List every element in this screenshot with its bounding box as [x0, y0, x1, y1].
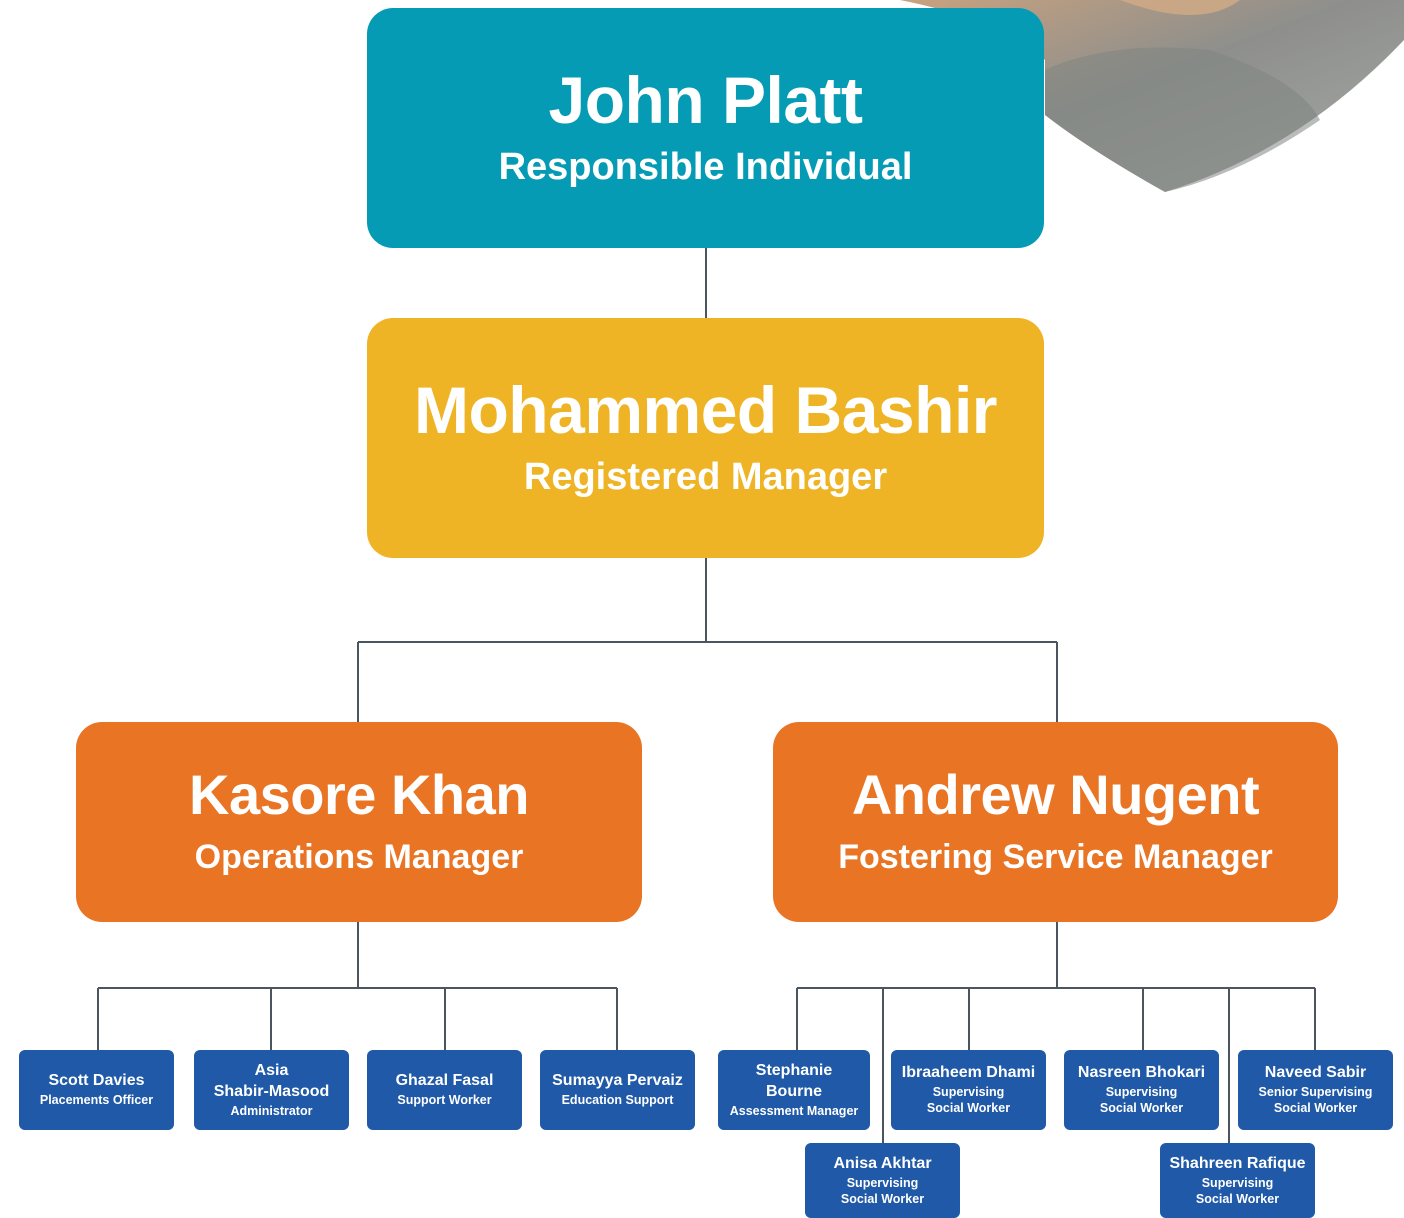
staff-role-line: Supervising: [1201, 1175, 1274, 1190]
staff-role: Supervising Social Worker: [1100, 1084, 1183, 1117]
staff-role-line: Social Worker: [1195, 1191, 1280, 1206]
staff-role: Senior Supervising Social Worker: [1259, 1084, 1373, 1117]
staff-name: Anisa Akhtar: [833, 1154, 932, 1172]
staff-role-line: Social Worker: [1099, 1101, 1184, 1116]
person-name: John Platt: [548, 62, 863, 137]
staff-box-anisa-akhtar: Anisa Akhtar Supervising Social Worker: [805, 1143, 960, 1218]
person-role: Operations Manager: [194, 838, 524, 876]
staff-name: Ghazal Fasal: [395, 1072, 494, 1090]
person-role: Responsible Individual: [498, 145, 913, 188]
staff-box-scott-davies: Scott Davies Placements Officer: [19, 1050, 174, 1130]
responsible-individual-box: John Platt Responsible Individual: [367, 8, 1044, 248]
person-name: Mohammed Bashir: [414, 372, 997, 447]
staff-role: Administrator: [230, 1103, 313, 1118]
staff-name: Nasreen Bhokari: [1077, 1064, 1206, 1082]
staff-name: Stephanie Bourne: [756, 1061, 832, 1103]
staff-name-line: Shabir-Masood: [213, 1082, 330, 1100]
staff-name: Sumayya Pervaiz: [552, 1072, 683, 1090]
staff-role-line: Social Worker: [926, 1101, 1011, 1116]
staff-role: Supervising Social Worker: [927, 1084, 1010, 1117]
staff-name: Ibraaheem Dhami: [901, 1064, 1036, 1082]
staff-box-sumayya-pervaiz: Sumayya Pervaiz Education Support: [540, 1050, 695, 1130]
staff-name-line: Asia: [254, 1062, 289, 1080]
staff-box-asia-shabir-masood: Asia Shabir-Masood Administrator: [194, 1050, 349, 1130]
staff-box-naveed-sabir: Naveed Sabir Senior Supervising Social W…: [1238, 1050, 1393, 1130]
fostering-manager-box: Andrew Nugent Fostering Service Manager: [773, 722, 1338, 922]
operations-manager-box: Kasore Khan Operations Manager: [76, 722, 642, 922]
person-role: Fostering Service Manager: [838, 838, 1273, 876]
staff-role-line: Social Worker: [840, 1191, 925, 1206]
staff-role: Supervising Social Worker: [1196, 1175, 1279, 1208]
staff-name: Asia Shabir-Masood: [214, 1061, 330, 1103]
staff-name: Scott Davies: [48, 1072, 145, 1090]
staff-role: Education Support: [561, 1093, 674, 1108]
staff-box-nasreen-bhokari: Nasreen Bhokari Supervising Social Worke…: [1064, 1050, 1219, 1130]
staff-role: Placements Officer: [39, 1093, 154, 1108]
staff-role-line: Social Worker: [1273, 1101, 1358, 1116]
staff-box-ibraaheem-dhami: Ibraaheem Dhami Supervising Social Worke…: [891, 1050, 1046, 1130]
registered-manager-box: Mohammed Bashir Registered Manager: [367, 318, 1044, 558]
staff-name: Naveed Sabir: [1264, 1064, 1367, 1082]
person-name: Andrew Nugent: [851, 763, 1260, 827]
staff-role: Support Worker: [397, 1093, 492, 1108]
staff-name-line: Bourne: [766, 1082, 822, 1100]
staff-box-stephanie-bourne: Stephanie Bourne Assessment Manager: [718, 1050, 870, 1130]
staff-role-line: Supervising: [1105, 1085, 1178, 1100]
staff-name: Shahreen Rafique: [1169, 1154, 1306, 1172]
staff-box-shahreen-rafique: Shahreen Rafique Supervising Social Work…: [1160, 1143, 1315, 1218]
staff-role-line: Senior Supervising: [1258, 1085, 1373, 1100]
person-name: Kasore Khan: [189, 763, 529, 827]
person-role: Registered Manager: [523, 455, 888, 498]
staff-role: Assessment Manager: [729, 1103, 859, 1118]
staff-role-line: Supervising: [846, 1175, 919, 1190]
staff-role-line: Supervising: [932, 1085, 1005, 1100]
staff-name-line: Stephanie: [755, 1062, 833, 1080]
staff-box-ghazal-fasal: Ghazal Fasal Support Worker: [367, 1050, 522, 1130]
staff-role: Supervising Social Worker: [841, 1175, 924, 1208]
